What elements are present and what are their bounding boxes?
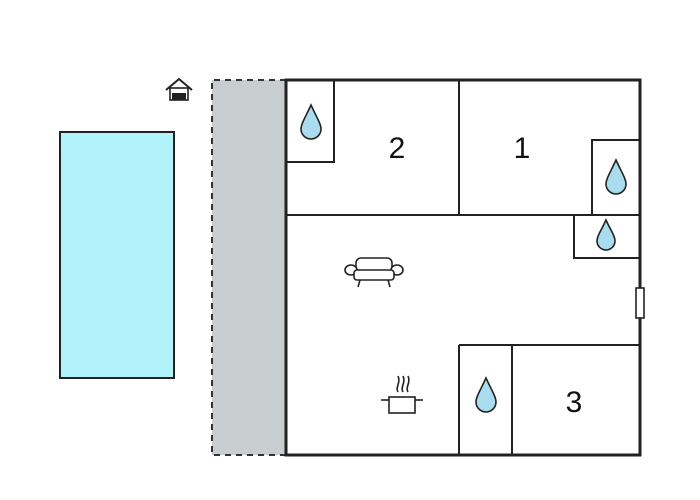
water-drop-icon (300, 103, 322, 140)
water-drop-icon (605, 158, 627, 195)
house-outline (284, 78, 642, 457)
water-drop-icon (596, 218, 616, 251)
cooking-pot-icon (381, 375, 423, 414)
swimming-pool (59, 131, 175, 379)
room-label-1: 1 (514, 132, 531, 165)
terrace (212, 80, 286, 455)
house-entrance-icon (165, 77, 193, 101)
water-drop-icon (475, 376, 497, 413)
interior-walls (285, 79, 641, 455)
window-icon (635, 287, 645, 319)
terrace-dashed-border (211, 79, 286, 456)
sofa-icon (344, 257, 404, 288)
room-label-2: 2 (389, 132, 406, 165)
room-label-3: 3 (566, 386, 583, 419)
